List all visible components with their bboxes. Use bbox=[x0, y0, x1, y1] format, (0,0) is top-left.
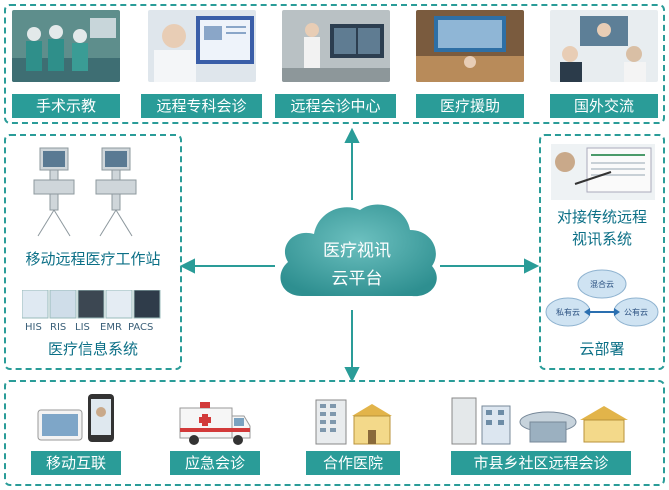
bottom-label-community: 市县乡社区远程会诊 bbox=[451, 451, 631, 475]
system-his: HIS bbox=[25, 322, 42, 333]
system-lis: LIS bbox=[75, 322, 90, 333]
arrow-up-head bbox=[344, 127, 360, 143]
platform-title-line1: 医疗视讯 bbox=[323, 241, 391, 261]
legacy-video-label-1: 对接传统远程 bbox=[556, 208, 647, 226]
left-panel bbox=[4, 134, 182, 370]
consult-center-photo bbox=[282, 10, 390, 82]
platform-cloud-icon bbox=[280, 204, 437, 297]
top-label-medical-aid: 医疗援助 bbox=[416, 94, 524, 118]
right-panel bbox=[539, 134, 665, 370]
top-label-remote-center: 远程会诊中心 bbox=[275, 94, 396, 118]
cloud-deploy-diagram: 混合云 私有云 公有云 bbox=[545, 269, 659, 327]
bottom-label-emergency: 应急会诊 bbox=[170, 451, 260, 475]
cloud-private: 私有云 bbox=[556, 307, 580, 317]
cloud-hybrid: 混合云 bbox=[590, 279, 614, 289]
top-label-remote-specialist: 远程专科会诊 bbox=[141, 94, 262, 118]
legacy-video-label-2: 视讯系统 bbox=[571, 230, 632, 248]
bottom-panel bbox=[4, 380, 665, 486]
cloud-deploy-label: 云部署 bbox=[579, 340, 625, 358]
system-ris: RIS bbox=[50, 322, 67, 333]
platform-title-line2: 云平台 bbox=[331, 269, 383, 289]
cloud-public: 公有云 bbox=[624, 307, 648, 317]
top-label-international: 国外交流 bbox=[550, 94, 658, 118]
mobile-workstation-carts-icon bbox=[33, 147, 137, 237]
bottom-label-partner-hospital: 合作医院 bbox=[306, 451, 400, 475]
specialist-photo bbox=[148, 10, 256, 82]
legacy-video-photo bbox=[551, 144, 655, 200]
top-panel bbox=[4, 4, 665, 124]
mobile-workstation-label: 移动远程医疗工作站 bbox=[25, 250, 161, 268]
system-pacs: PACS bbox=[128, 322, 154, 333]
system-emr: EMR bbox=[100, 322, 122, 333]
info-system-thumbnails bbox=[22, 290, 161, 319]
international-image bbox=[550, 10, 658, 82]
consult-center-image bbox=[282, 10, 390, 82]
surgery-image bbox=[12, 10, 120, 82]
info-system-label: 医疗信息系统 bbox=[47, 340, 138, 358]
medical-aid-image bbox=[416, 10, 524, 82]
ambulance-icon bbox=[179, 402, 251, 445]
arrow-down-head bbox=[344, 367, 360, 383]
bottom-label-mobile: 移动互联 bbox=[31, 451, 121, 475]
arrow-right-head bbox=[524, 258, 540, 274]
mobile-device-icon bbox=[37, 394, 114, 442]
international-photo bbox=[550, 10, 658, 82]
surgery-photo bbox=[12, 10, 120, 82]
community-buildings-icon bbox=[451, 397, 628, 445]
arrow-left-head bbox=[179, 258, 195, 274]
medical-aid-photo bbox=[416, 10, 524, 82]
top-label-surgery-teaching: 手术示教 bbox=[12, 94, 120, 118]
specialist-image bbox=[148, 10, 256, 82]
hospital-buildings-icon bbox=[315, 399, 392, 445]
